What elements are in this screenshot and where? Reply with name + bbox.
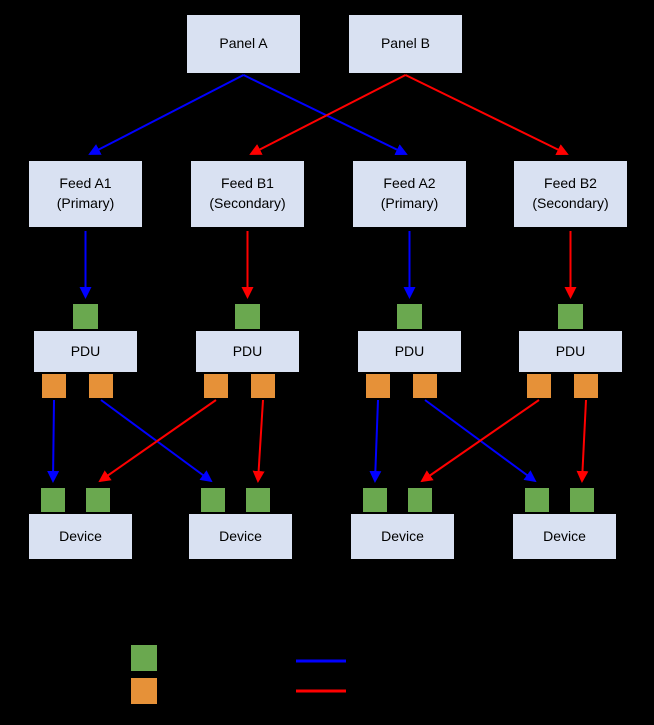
device-2-label: Device [219, 527, 262, 544]
feed-b1-sublabel: (Secondary) [209, 195, 286, 211]
feed-a1-node: Feed A1 (Primary) [28, 160, 143, 228]
legend-output-port-swatch [130, 677, 158, 705]
arrow-panel-a-to-feed-a2 [243, 74, 408, 156]
feed-a1-sublabel: (Primary) [56, 195, 115, 211]
device-3-label: Device [381, 527, 424, 544]
arrow-pdu-2-to-device-1 [98, 399, 217, 483]
pdu-4-input-port [557, 303, 584, 330]
pdu-1-output-port-right [88, 373, 114, 399]
feed-a2-sublabel: (Primary) [380, 195, 439, 211]
arrow-pdu-1-to-device-2 [100, 399, 213, 483]
pdu-2-label: PDU [232, 342, 263, 359]
arrow-panel-b-to-feed-b1 [249, 74, 406, 155]
pdu-1-input-port [72, 303, 99, 330]
arrow-pdu-1-to-device-1 [47, 399, 60, 483]
device-4-input-port-left [524, 487, 550, 513]
pdu-3-output-port-left [365, 373, 391, 399]
panel-b-node: Panel B [348, 14, 463, 74]
device-1-node: Device [28, 513, 133, 560]
pdu-4-label: PDU [555, 342, 586, 359]
device-4-input-port-right [569, 487, 595, 513]
feed-b2-node: Feed B2 (Secondary) [513, 160, 628, 228]
pdu-3-label: PDU [394, 342, 425, 359]
device-1-input-port-right [85, 487, 111, 513]
legend-input-port-swatch [130, 644, 158, 672]
feed-b2-label: Feed B2 [544, 175, 597, 192]
device-1-input-port-left [40, 487, 66, 513]
device-3-input-port-left [362, 487, 388, 513]
arrow-pdu-3-to-device-3 [369, 399, 382, 483]
pdu-2-input-port [234, 303, 261, 330]
pdu-1-label: PDU [70, 342, 101, 359]
pdu-1-node: PDU [33, 330, 138, 373]
panel-b-label: Panel B [380, 35, 431, 52]
arrow-pdu-4-to-device-4 [576, 399, 589, 483]
feed-b1-node: Feed B1 (Secondary) [190, 160, 305, 228]
pdu-3-output-port-right [412, 373, 438, 399]
pdu-2-node: PDU [195, 330, 300, 373]
device-3-input-port-right [407, 487, 433, 513]
pdu-1-output-port-left [41, 373, 67, 399]
device-2-input-port-right [245, 487, 271, 513]
feed-b2-sublabel: (Secondary) [532, 195, 609, 211]
feed-b1-label: Feed B1 [221, 175, 274, 192]
device-3-node: Device [350, 513, 455, 560]
device-2-node: Device [188, 513, 293, 560]
device-4-label: Device [543, 527, 586, 544]
panel-a-node: Panel A [186, 14, 301, 74]
pdu-4-node: PDU [518, 330, 623, 373]
feed-a1-label: Feed A1 [59, 175, 112, 192]
pdu-3-input-port [396, 303, 423, 330]
arrow-pdu-4-to-device-3 [420, 399, 540, 483]
pdu-4-output-port-left [526, 373, 552, 399]
pdu-4-output-port-right [573, 373, 599, 399]
arrow-pdu-2-to-device-2 [252, 399, 265, 483]
pdu-2-output-port-left [203, 373, 229, 399]
panel-a-label: Panel A [219, 35, 268, 52]
feed-a2-node: Feed A2 (Primary) [352, 160, 467, 228]
feed-a2-label: Feed A2 [383, 175, 436, 192]
device-2-input-port-left [200, 487, 226, 513]
arrow-panel-a-to-feed-a1 [88, 74, 244, 155]
pdu-3-node: PDU [357, 330, 462, 373]
device-4-node: Device [512, 513, 617, 560]
pdu-2-output-port-right [250, 373, 276, 399]
device-1-label: Device [59, 527, 102, 544]
arrow-panel-b-to-feed-b2 [405, 74, 569, 155]
